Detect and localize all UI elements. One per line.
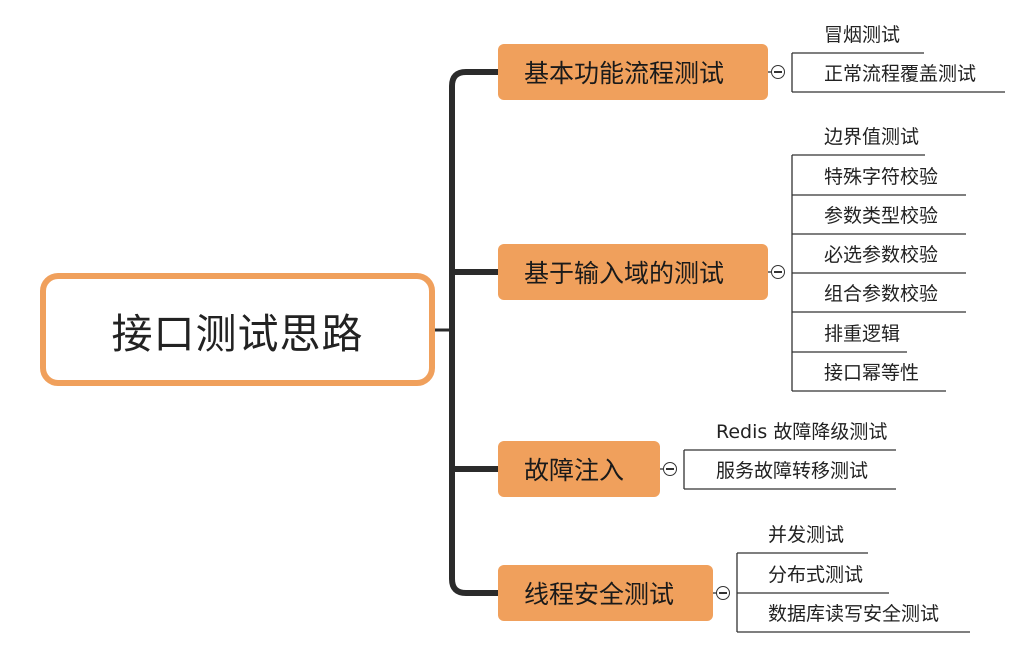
collapse-toggle-icon[interactable] [771, 65, 785, 79]
leaf-node[interactable]: Redis 故障降级测试 [716, 421, 888, 443]
branch-label: 线程安全测试 [524, 580, 675, 609]
branch-label: 故障注入 [524, 456, 625, 485]
leaf-node[interactable]: 冒烟测试 [824, 24, 901, 46]
leaf-node[interactable]: 接口幂等性 [824, 362, 920, 384]
leaf-node[interactable]: 特殊字符校验 [824, 166, 939, 188]
leaf-node[interactable]: 必选参数校验 [824, 244, 939, 266]
branch-label: 基本功能流程测试 [524, 59, 725, 88]
branch-node-input-domain[interactable]: 基于输入域的测试 [498, 244, 768, 300]
leaf-node[interactable]: 正常流程覆盖测试 [824, 63, 977, 85]
root-node[interactable]: 接口测试思路 [40, 273, 435, 386]
branch-node-thread-safety[interactable]: 线程安全测试 [498, 565, 713, 621]
branch-2-leaf-lines [768, 154, 966, 392]
leaf-node[interactable]: 并发测试 [768, 524, 845, 546]
collapse-toggle-icon[interactable] [716, 586, 730, 600]
branch-label: 基于输入域的测试 [524, 259, 725, 288]
collapse-toggle-icon[interactable] [663, 462, 677, 476]
branch-node-basic-flow[interactable]: 基本功能流程测试 [498, 44, 768, 100]
trunk-line [449, 69, 498, 596]
leaf-node[interactable]: 服务故障转移测试 [716, 460, 869, 482]
leaf-node[interactable]: 边界值测试 [824, 126, 920, 148]
leaf-node[interactable]: 数据库读写安全测试 [768, 603, 940, 625]
leaf-node[interactable]: 参数类型校验 [824, 205, 939, 227]
leaf-node[interactable]: 分布式测试 [768, 564, 864, 586]
collapse-toggle-icon[interactable] [771, 265, 785, 279]
leaf-node[interactable]: 排重逻辑 [824, 323, 901, 345]
branch-node-fault-injection[interactable]: 故障注入 [498, 441, 660, 497]
root-label: 接口测试思路 [111, 309, 364, 358]
leaf-node[interactable]: 组合参数校验 [824, 283, 939, 305]
